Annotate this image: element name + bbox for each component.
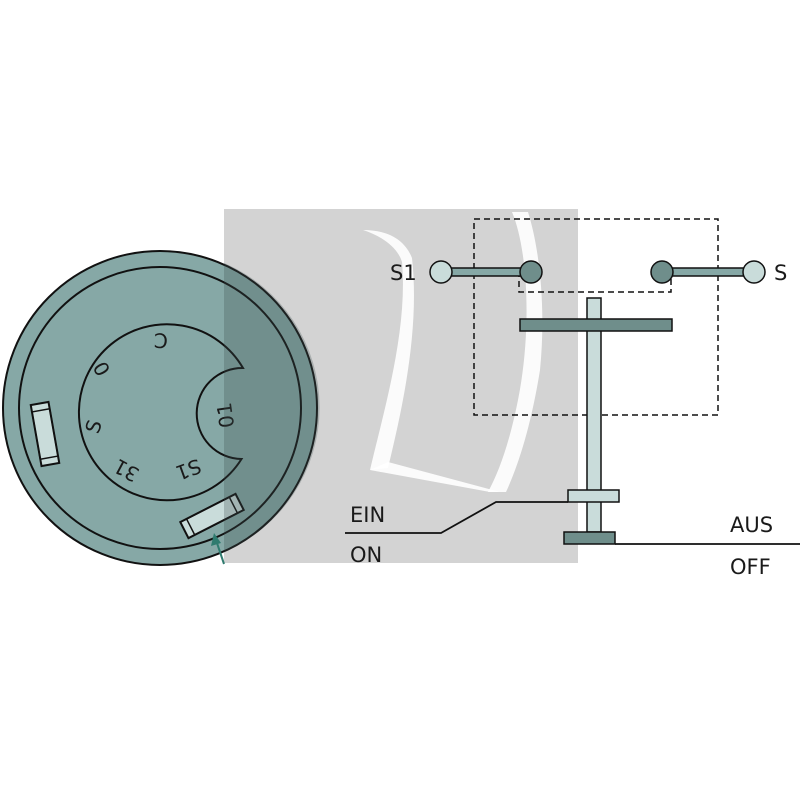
schematic: S1 S EIN ON AUS OFF xyxy=(345,218,800,579)
label-s: S xyxy=(774,261,787,285)
upper-collar xyxy=(567,489,620,503)
left-contact-arm xyxy=(440,267,532,277)
watermark-overlay xyxy=(224,263,320,552)
label-aus: AUS xyxy=(730,513,773,537)
right-contact-point xyxy=(650,260,674,284)
bridge-bar xyxy=(519,318,673,332)
watermark-logo-base xyxy=(370,462,500,492)
switch-terminal-plate xyxy=(77,323,245,502)
left-contact-point xyxy=(519,260,543,284)
label-off: OFF xyxy=(730,555,771,579)
contact-dashed-outline xyxy=(518,271,672,293)
arrow-icon xyxy=(211,533,225,565)
on-position-line xyxy=(345,501,568,534)
clip-left xyxy=(29,400,61,468)
terminal-label-01: 01 xyxy=(212,401,239,430)
clip-bottom xyxy=(178,492,246,540)
right-contact-arm xyxy=(661,267,755,277)
label-s1: S1 xyxy=(390,261,417,285)
label-on: ON xyxy=(350,543,382,567)
switch-inner-ring xyxy=(18,266,302,550)
label-ein: EIN xyxy=(350,503,385,527)
terminal-s1-dot xyxy=(429,260,453,284)
rotary-switch: C 0 S 31 S1 01 xyxy=(2,250,320,566)
terminal-label-c: C xyxy=(154,328,169,352)
watermark-logo xyxy=(363,212,543,492)
base-plate xyxy=(563,531,616,545)
terminal-s-dot xyxy=(742,260,766,284)
